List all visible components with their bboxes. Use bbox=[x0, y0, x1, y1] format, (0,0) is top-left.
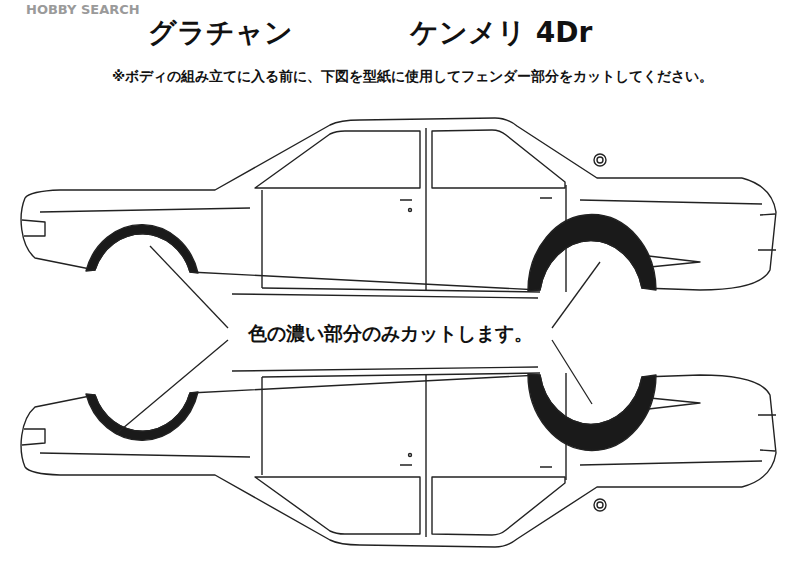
watermark: HOBBY SEARCH bbox=[26, 2, 140, 17]
cut-note: 色の濃い部分のみカットします。 bbox=[245, 321, 536, 347]
car-name: ケンメリ 4Dr bbox=[410, 14, 592, 52]
instruction-note: ※ボディの組み立てに入る前に、下図を型紙に使用してフェンダー部分をカットしてくだ… bbox=[112, 68, 713, 86]
kit-title: グラチャン bbox=[148, 14, 293, 52]
